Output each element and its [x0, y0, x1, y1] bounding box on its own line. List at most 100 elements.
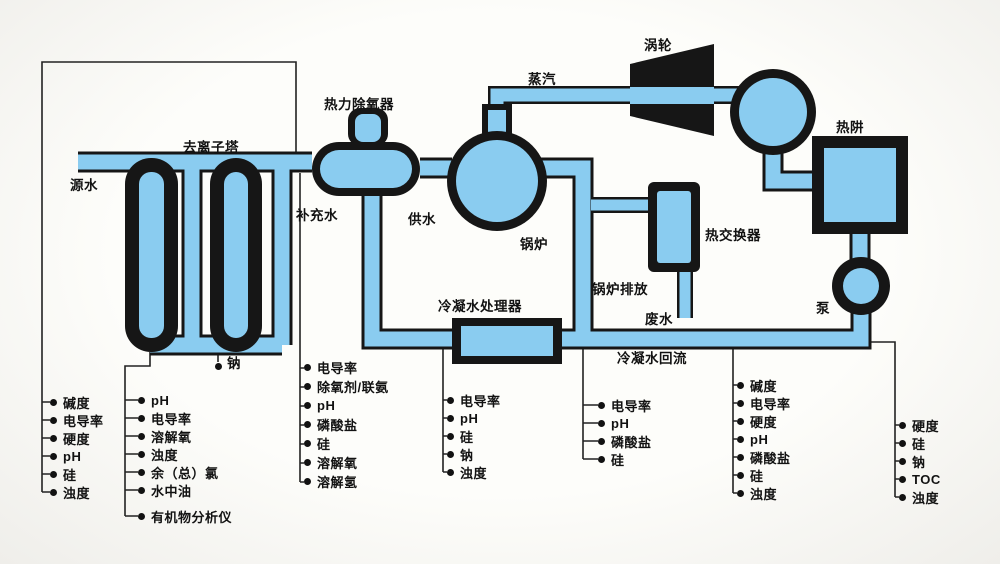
sample-point-dot	[138, 396, 145, 404]
vessels	[125, 44, 908, 364]
sample-point-dot	[447, 396, 454, 404]
measurement-label: 有机物分析仪	[151, 509, 233, 525]
measurement-item: 浊度	[50, 483, 104, 501]
boiler-vessel-fill	[456, 140, 538, 222]
label-sodium: 钠	[227, 356, 241, 371]
sample-point-dot	[50, 452, 57, 460]
label-feed-water: 供水	[408, 212, 436, 227]
measurement-item: 溶解氢	[304, 472, 389, 491]
sample-point-dot	[447, 450, 454, 458]
measurement-item: 碱度	[50, 393, 104, 411]
sample-line-raw-water	[41, 61, 297, 493]
label-condensate-processor: 冷凝水处理器	[438, 299, 522, 314]
label-pump: 泵	[816, 301, 830, 316]
sample-point-dot	[598, 401, 605, 409]
measurement-label: 硬度	[750, 414, 778, 430]
sample-point-dot	[50, 416, 57, 424]
sample-point-dot	[304, 440, 311, 447]
measurement-item: 浊度	[447, 463, 501, 481]
turbine-band	[630, 87, 714, 104]
sample-point-dot	[737, 381, 744, 389]
measurement-item: 浊度	[899, 488, 941, 506]
measurement-item: 硬度	[737, 412, 791, 430]
measurement-label: 浊度	[63, 485, 91, 501]
condenser-ball-fill	[739, 78, 807, 146]
measurement-label: 浊度	[912, 490, 940, 506]
sample-point-dot	[598, 437, 605, 445]
sample-point-dot	[138, 450, 145, 458]
measurement-item: 余（总）氯	[138, 463, 232, 481]
sample-point-dot	[304, 364, 311, 371]
measurement-item: 硅	[598, 450, 652, 468]
sample-point-dot	[138, 486, 145, 494]
sample-line-condensate-treated	[442, 348, 447, 473]
sample-point-dot	[598, 419, 605, 427]
measurement-item: 电导率	[598, 396, 652, 414]
heat-sink-box-fill	[824, 148, 896, 222]
sample-point-dot	[215, 363, 222, 370]
measurement-label: 电导率	[151, 411, 192, 427]
measurement-label: 磷酸盐	[611, 434, 652, 450]
sample-list-condensate-return: 碱度 电导率 硬度 pH 磷酸盐 硅 浊度	[737, 376, 791, 502]
sample-point-dot	[598, 455, 605, 463]
sample-list-condensate-treated: 电导率 pH 硅 钠 浊度	[447, 391, 501, 481]
measurement-item: 溶解氧	[138, 427, 232, 445]
sample-line-feed-water	[299, 173, 304, 483]
sample-point-dot	[737, 453, 744, 461]
measurement-label: 水中油	[151, 483, 192, 499]
measurement-item: 硬度	[50, 429, 104, 447]
sample-point-dot	[138, 512, 145, 520]
measurement-label: 硅	[63, 467, 77, 483]
sample-point-dot	[899, 457, 906, 465]
measurement-label: pH	[611, 415, 630, 431]
measurement-label: 浊度	[750, 486, 778, 502]
measurement-item: 电导率	[50, 411, 104, 429]
measurement-label: 浊度	[151, 447, 179, 463]
sample-point-dot	[899, 439, 906, 447]
measurement-label: 碱度	[63, 395, 91, 411]
measurement-item: pH	[737, 430, 791, 448]
measurement-label: 硬度	[912, 418, 940, 434]
measurement-item: 硅	[50, 465, 104, 483]
measurement-label: 溶解氧	[151, 429, 192, 445]
measurement-item: TOC	[899, 470, 941, 488]
sample-line-treated-water	[124, 352, 151, 517]
sample-point-dot	[304, 459, 311, 466]
sample-point-dot	[737, 435, 744, 443]
measurement-item: 硅	[737, 466, 791, 484]
label-boiler-blowdown: 锅炉排放	[592, 282, 648, 297]
measurement-label: 电导率	[317, 361, 358, 376]
sample-point-dot	[50, 470, 57, 478]
measurement-item: pH	[138, 391, 232, 409]
label-makeup-water: 补充水	[296, 208, 338, 223]
measurement-item: 电导率	[138, 409, 232, 427]
measurement-item: 硅	[304, 434, 389, 453]
sample-point-dot	[899, 493, 906, 501]
measurement-label: 余（总）氯	[151, 465, 219, 481]
measurement-item: 磷酸盐	[737, 448, 791, 466]
measurement-item: 浊度	[737, 484, 791, 502]
measurement-label: 电导率	[63, 413, 104, 429]
sample-point-dot	[737, 489, 744, 497]
deionizer-tower-2-fill	[224, 172, 248, 338]
measurement-item: 硅	[899, 434, 941, 452]
sample-list-pump-outlet: 硬度 硅 钠 TOC 浊度	[899, 416, 941, 506]
sample-point-dot	[304, 478, 311, 485]
sample-point-dot	[50, 488, 57, 496]
label-thermal-deaerator: 热力除氧器	[324, 97, 394, 112]
label-heat-exchanger: 热交换器	[705, 228, 761, 243]
deaerator-dome-fill	[355, 114, 381, 142]
measurement-label: 电导率	[460, 393, 501, 409]
measurement-label: pH	[460, 410, 479, 426]
measurement-item: 硅	[447, 427, 501, 445]
condensate-processor-box-fill	[461, 326, 553, 356]
measurement-label: 钠	[912, 454, 926, 470]
label-source-water: 源水	[70, 178, 98, 193]
sample-point-dot	[447, 468, 454, 476]
label-condensate-return: 冷凝水回流	[617, 351, 687, 366]
sample-point-dot	[737, 399, 744, 407]
measurement-item: 磷酸盐	[304, 415, 389, 434]
measurement-label: pH	[750, 431, 769, 447]
measurement-item: 钠	[899, 452, 941, 470]
measurement-item: 电导率	[304, 358, 389, 377]
